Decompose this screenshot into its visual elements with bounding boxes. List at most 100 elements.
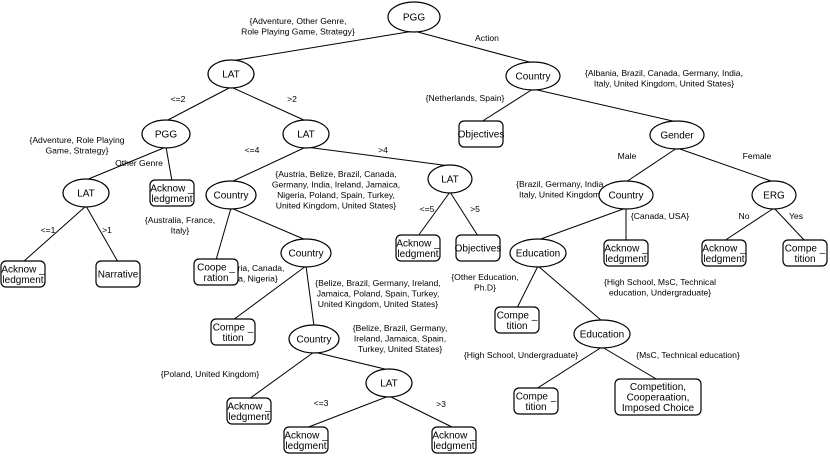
node-ack_5: Acknow _ledgment: [701, 239, 747, 267]
edge-label-education_2-to-comp_4: {High School, Undergraduate}: [464, 350, 578, 360]
edge-label-line: education, Undergraduate}: [609, 288, 711, 298]
edge-label-line: {Belize, Brazil, Germany,: [353, 323, 447, 333]
node-pgg_2: PGG: [141, 119, 191, 149]
edge-label-line: India, Nigeria}: [224, 274, 278, 284]
node-label-line: ledgment: [703, 254, 744, 265]
edge-label-line: {Austria, Canada,: [218, 263, 285, 273]
node-label-line: Acknow _: [604, 243, 648, 254]
node-ack_3: Acknow _ledgment: [395, 234, 441, 262]
node-label: PGG: [155, 130, 177, 141]
node-label: Narrative: [98, 270, 139, 281]
node-ack_7: Acknow _ledgment: [283, 426, 329, 454]
leaf-node-shape: [395, 234, 441, 262]
node-label: ERG: [763, 191, 785, 202]
node-label-line: ledgment: [433, 441, 474, 452]
node-lat_5: LAT: [365, 368, 413, 398]
edge-lat_4-to-ack_3: [417, 191, 451, 237]
edge-label-line: Ph.D}: [474, 283, 496, 293]
leaf-node-shape: [513, 387, 559, 415]
node-label: Acknow _ledgment: [1, 264, 45, 286]
node-label: Acknow _ledgment: [150, 183, 194, 205]
node-label: Acknow _ledgment: [227, 401, 271, 423]
node-ack_8: Acknow _ledgment: [431, 426, 477, 454]
edge-label-country_2-to-country_3: {Austria, Belize, Brazil, Canada,Germany…: [272, 169, 400, 211]
edge-label-line: Game, Strategy}: [45, 146, 108, 156]
node-label-line: Compe _: [213, 322, 254, 333]
node-label-line: ledgment: [228, 412, 269, 423]
edge-label-line: {Austria, Belize, Brazil, Canada,: [275, 169, 396, 179]
edge-country_3-to-country_4: [305, 265, 315, 327]
node-label: Country: [296, 335, 331, 346]
node-label-line: ration: [203, 273, 228, 284]
edge-label-education_2-to-multi_1: {MsC, Technical education}: [636, 350, 740, 360]
node-education_1: Education: [509, 238, 567, 268]
node-label-line: ledgment: [285, 441, 326, 452]
edge-label-country_2-to-coop_1: {Australia, France,Italy}: [145, 215, 215, 236]
edge-label-line: <=3: [314, 398, 329, 408]
edge-label-line: <=5: [420, 204, 435, 214]
edge-label-line: {MsC, Technical education}: [636, 350, 740, 360]
node-label-line: Country: [608, 191, 643, 202]
edge-pgg_root-to-country_action: [413, 30, 534, 64]
node-comp_3: Compe _tition: [494, 306, 540, 334]
node-gender: Gender: [649, 120, 705, 150]
node-label-line: Acknow _: [702, 243, 746, 254]
edge-label-lat_2-to-country_2: <=4: [245, 145, 260, 155]
node-education_2: Education: [573, 319, 631, 349]
node-label: Objectives: [458, 130, 505, 141]
node-label-line: Acknow _: [1, 264, 45, 275]
edge-label-lat_4-to-objectives_2: >5: [470, 204, 480, 214]
node-label-line: tition: [506, 321, 527, 332]
node-label-line: ledgment: [397, 249, 438, 260]
decision-node-shape: [282, 119, 330, 149]
edge-country_2-to-country_3: [230, 207, 307, 241]
node-label-line: Education: [516, 249, 560, 260]
decision-node-shape: [288, 324, 340, 354]
edge-lat_4-to-objectives_2: [449, 191, 479, 237]
node-label-line: PGG: [155, 130, 177, 141]
node-label-line: LAT: [380, 379, 398, 390]
edge-country_2-to-coop_1: [215, 207, 232, 261]
decision-node-shape: [280, 238, 332, 268]
leaf-node-shape: [95, 260, 141, 288]
node-label-line: Competition,: [630, 382, 686, 393]
edge-label-lat_5-to-ack_8: >3: [436, 399, 446, 409]
node-label: Acknow _ledgment: [432, 430, 476, 452]
node-label: Compe _tition: [516, 391, 557, 413]
node-label-line: LAT: [297, 130, 315, 141]
decision-node-shape: [365, 368, 413, 398]
edge-label-line: Male: [618, 151, 637, 161]
node-country_4: Country: [288, 324, 340, 354]
node-label-line: Country: [288, 249, 323, 260]
node-comp_1: Compe _tition: [782, 239, 828, 267]
edge-lat_1-to-pgg_2: [165, 86, 232, 122]
node-label: Competition,Cooperaation,Imposed Choice: [622, 382, 695, 414]
edge-label-line: >4: [378, 145, 388, 155]
node-label-line: Country: [296, 335, 331, 346]
node-label-line: ledgment: [151, 194, 192, 205]
node-label-line: LAT: [77, 189, 95, 200]
leaf-node-shape: [494, 306, 540, 334]
leaf-node-shape: [701, 239, 747, 267]
node-label: Compe _tition: [213, 322, 254, 344]
edge-label-gender-to-erg: Female: [743, 151, 772, 161]
node-erg: ERG: [751, 180, 797, 210]
leaf-node-shape: [283, 426, 329, 454]
edge-label-country_4-to-lat_5: {Belize, Brazil, Germany,Ireland, Jamaic…: [353, 323, 447, 354]
decision-node-shape: [751, 180, 797, 210]
node-label-line: tition: [525, 402, 546, 413]
node-label-line: ERG: [763, 191, 785, 202]
edge-label-line: {High School, Undergraduate}: [464, 350, 578, 360]
edge-label-line: >3: [436, 399, 446, 409]
edge-label-line: >2: [287, 94, 297, 104]
edge-country_action-to-gender: [532, 88, 678, 123]
edge-label-line: Nigeria, Poland, Spain, Turkey,: [277, 190, 395, 200]
edge-country_4-to-ack_6: [248, 351, 315, 400]
edge-label-erg-to-ack_5: No: [739, 211, 750, 221]
edge-label-line: Action: [475, 33, 499, 43]
node-label: Country: [213, 191, 248, 202]
edge-country_4-to-lat_5: [313, 351, 390, 371]
edge-label-country_action-to-gender: {Albania, Brazil, Canada, Germany, India…: [585, 68, 743, 89]
node-label-line: Acknow _: [227, 401, 271, 412]
leaf-node-shape: [149, 179, 195, 207]
